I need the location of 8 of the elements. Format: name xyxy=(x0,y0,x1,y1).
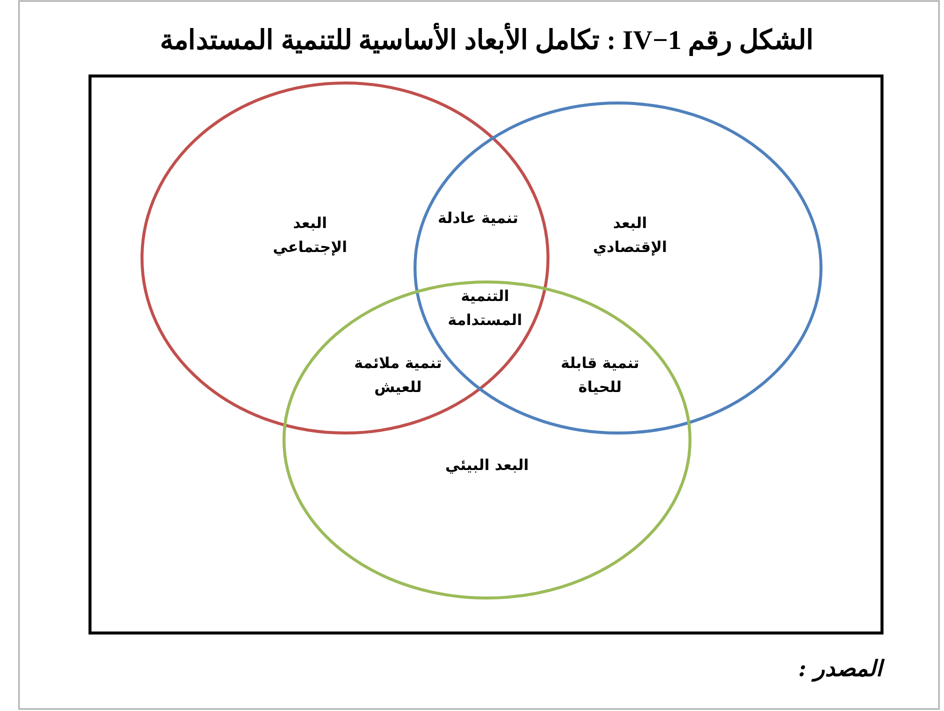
region-label: التنمية المستدامة xyxy=(446,286,524,331)
region-label: تنمية قابلة للحياة xyxy=(560,353,640,398)
circle-label: البعد البيئي xyxy=(444,455,530,476)
region-label: تنمية ملائمة للعيش xyxy=(353,353,443,398)
region-label: تنمية عادلة xyxy=(436,208,520,229)
title: الشكل رقم 1−IV : تكامل الأبعاد الأساسية للتنمية المستدامة xyxy=(100,20,874,60)
circle-label: البعد الإجتماعي xyxy=(272,213,348,258)
circle-label: البعد الإقتصادي xyxy=(592,213,668,258)
